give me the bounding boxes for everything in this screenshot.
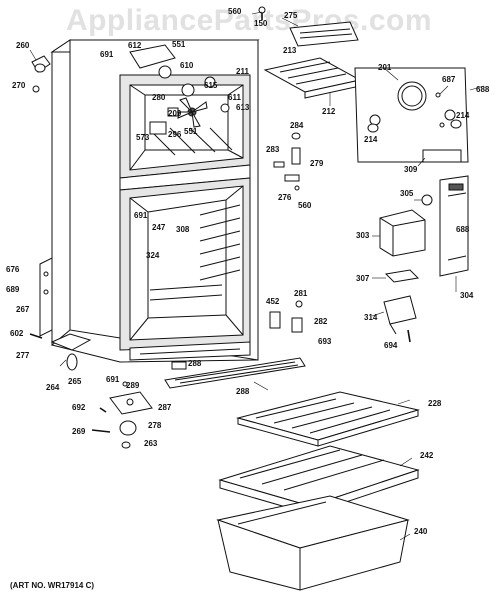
label-304: 304 — [460, 291, 474, 300]
lower-left-hinge — [29, 333, 92, 371]
label-282: 282 — [314, 317, 328, 326]
label-676: 676 — [6, 265, 20, 274]
label-265: 265 — [68, 377, 82, 386]
label-275: 275 — [284, 11, 298, 20]
label-691-top: 691 — [100, 50, 114, 59]
label-615: 615 — [204, 81, 218, 90]
leader-lines — [29, 11, 485, 541]
label-689: 689 — [6, 285, 20, 294]
label-560-top: 560 — [228, 7, 242, 16]
label-247: 247 — [152, 223, 166, 232]
parts-452-281-282 — [269, 300, 303, 333]
label-264: 264 — [46, 383, 60, 392]
art-number-caption: (ART NO. WR17914 C) — [10, 581, 95, 590]
label-214-right: 214 — [456, 111, 470, 120]
part-240-crisper-drawer — [216, 495, 410, 591]
center-small-parts — [273, 132, 301, 191]
label-560-mid: 560 — [298, 201, 312, 210]
label-287: 287 — [158, 403, 172, 412]
cabinet-shell — [50, 39, 260, 363]
label-573: 573 — [136, 133, 150, 142]
label-694: 694 — [384, 341, 398, 350]
label-613: 613 — [236, 103, 250, 112]
label-269: 269 — [72, 427, 86, 436]
label-212: 212 — [322, 107, 336, 116]
part-212-evaporator-cover — [263, 57, 362, 99]
label-288-lower: 288 — [236, 387, 250, 396]
label-551-mid: 551 — [184, 127, 198, 136]
label-277: 277 — [16, 351, 30, 360]
part-305-knob — [421, 194, 433, 206]
freezer-controls — [129, 44, 230, 135]
label-309: 309 — [404, 165, 418, 174]
part-694-screw — [407, 329, 411, 343]
label-602: 602 — [10, 329, 24, 338]
part-260-bracket — [31, 55, 51, 93]
label-308: 308 — [176, 225, 190, 234]
label-688-right: 688 — [456, 225, 470, 234]
label-288-upper: 288 — [188, 359, 202, 368]
label-214-left: 214 — [364, 135, 378, 144]
label-242: 242 — [420, 451, 434, 460]
part-288-grille — [164, 357, 306, 389]
label-240: 240 — [414, 527, 428, 536]
label-283: 283 — [266, 145, 280, 154]
label-612: 612 — [128, 41, 142, 50]
part-number-labels: 560 150 275 213 260 691 612 551 610 201 … — [6, 7, 490, 536]
label-263: 263 — [144, 439, 158, 448]
label-281: 281 — [294, 289, 308, 298]
label-687: 687 — [442, 75, 456, 84]
label-270: 270 — [12, 81, 26, 90]
part-214-plugs — [367, 119, 462, 133]
label-296: 296 — [168, 130, 182, 139]
part-228-glass-shelf — [236, 391, 420, 447]
part-304-air-duct — [439, 175, 469, 277]
label-209: 209 — [168, 109, 182, 118]
part-303-control-housing — [379, 209, 426, 257]
label-305: 305 — [400, 189, 414, 198]
part-307 — [384, 269, 420, 283]
label-213: 213 — [283, 46, 297, 55]
roller-parts — [91, 407, 137, 449]
label-289: 289 — [126, 381, 140, 390]
label-278: 278 — [148, 421, 162, 430]
label-211: 211 — [236, 67, 249, 76]
label-551-top: 551 — [172, 40, 186, 49]
label-611: 611 — [228, 93, 241, 102]
label-692: 692 — [72, 403, 86, 412]
part-287-bracket — [109, 381, 153, 415]
label-228: 228 — [428, 399, 442, 408]
label-303: 303 — [356, 231, 370, 240]
label-284: 284 — [290, 121, 304, 130]
label-688-top: 688 — [476, 85, 490, 94]
left-hinge — [39, 257, 53, 337]
label-693: 693 — [318, 337, 332, 346]
label-280: 280 — [152, 93, 166, 102]
label-691-mid: 691 — [134, 211, 148, 220]
part-309 — [422, 149, 462, 163]
label-324: 324 — [146, 251, 160, 260]
label-150: 150 — [254, 19, 268, 28]
part-201-back-panel — [354, 67, 469, 163]
label-276: 276 — [278, 193, 292, 202]
top-bracket-parts — [258, 6, 359, 47]
label-201: 201 — [378, 63, 392, 72]
label-691-low: 691 — [106, 375, 120, 384]
label-307: 307 — [356, 274, 370, 283]
label-610: 610 — [180, 61, 194, 70]
part-314 — [383, 295, 417, 335]
label-260: 260 — [16, 41, 30, 50]
label-452: 452 — [266, 297, 280, 306]
label-267: 267 — [16, 305, 30, 314]
label-279: 279 — [310, 159, 324, 168]
label-314: 314 — [364, 313, 378, 322]
